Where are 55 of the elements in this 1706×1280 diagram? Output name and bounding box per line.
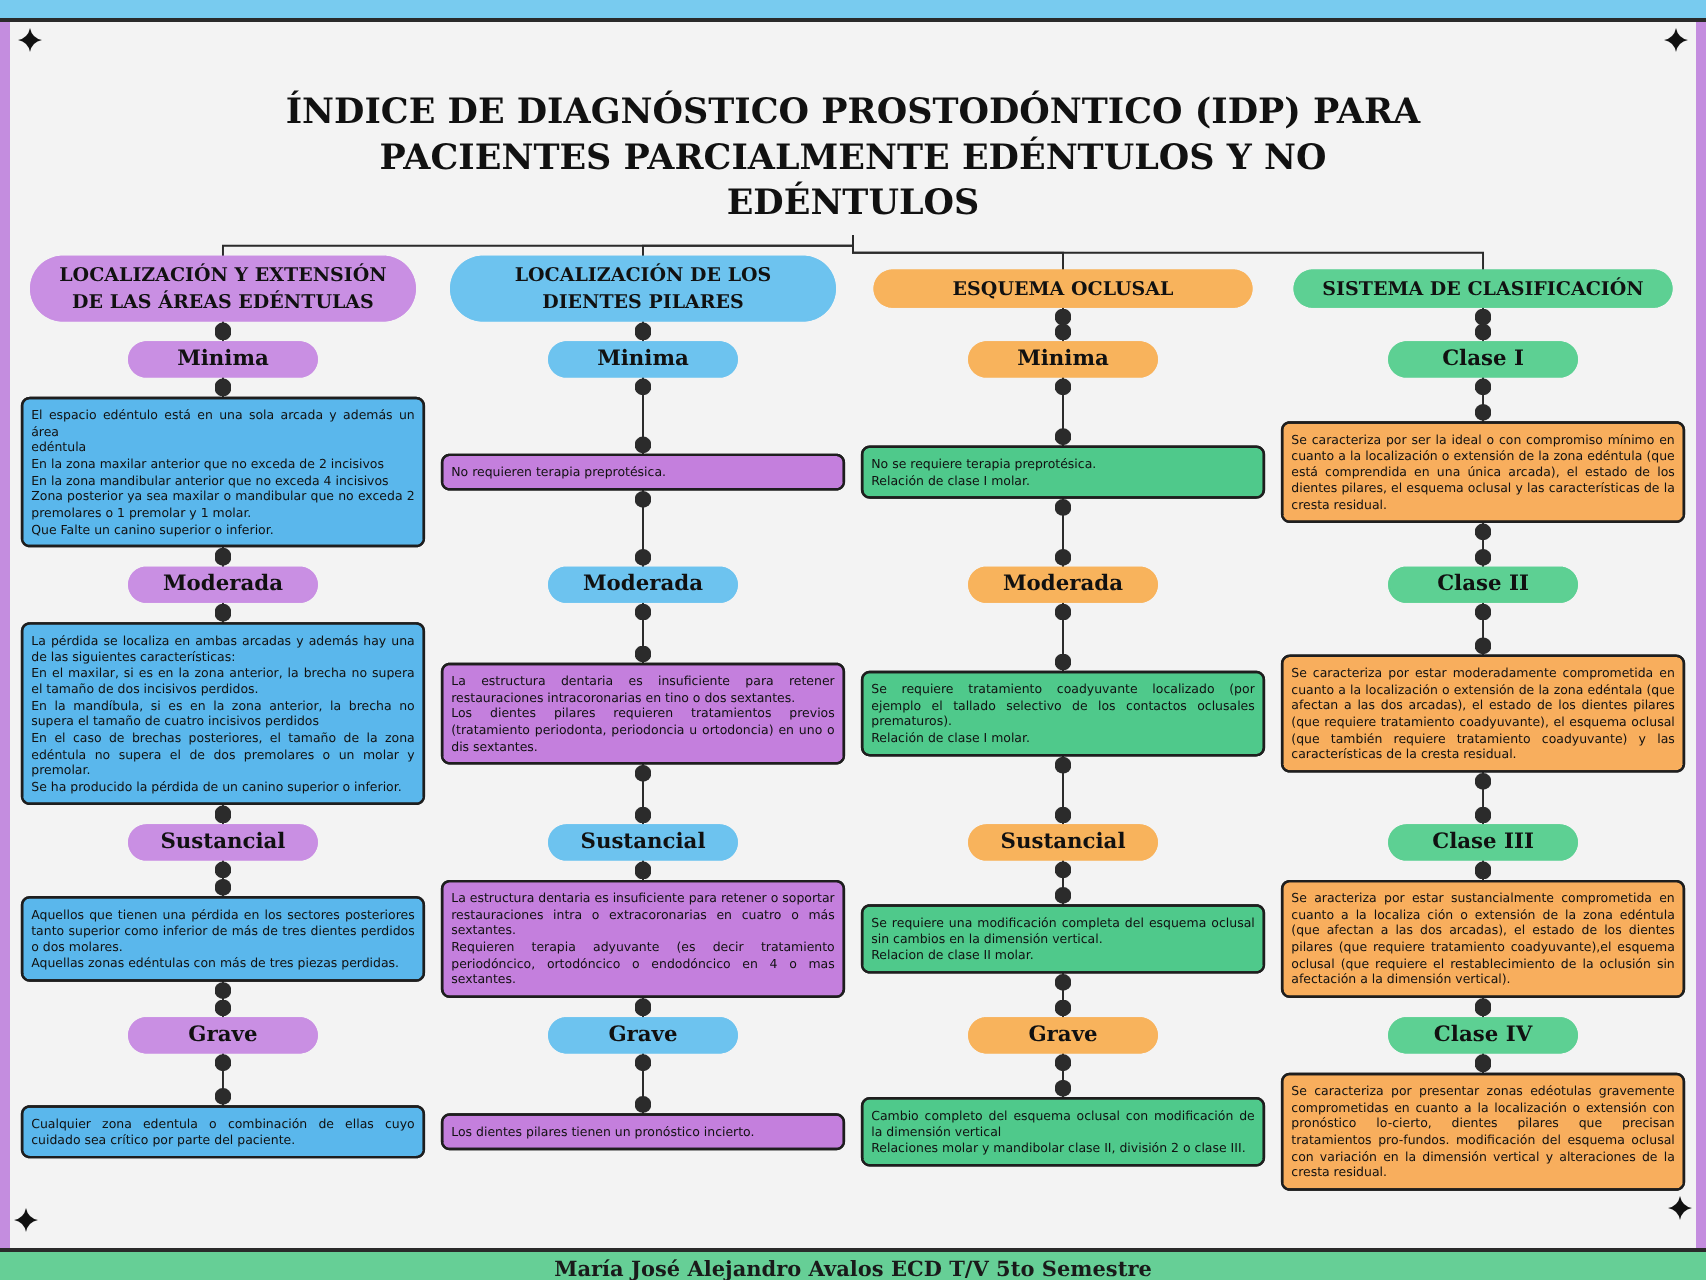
connector-line <box>1474 375 1492 424</box>
connector-line <box>214 545 232 569</box>
level-heading: Sustancial <box>128 824 318 861</box>
connector-line <box>634 601 652 665</box>
level-heading: Minima <box>128 341 318 378</box>
level-heading: Grave <box>548 1017 738 1054</box>
connector-line <box>634 319 652 344</box>
author-credit: María José Alejandro Avalos ECD T/V 5to Semestre <box>554 1258 1152 1280</box>
connector-line <box>214 319 232 344</box>
connector-line <box>634 488 652 569</box>
connector-line <box>214 979 232 1019</box>
connector-line <box>1054 971 1072 1019</box>
connector-line <box>1054 754 1072 827</box>
connector-line <box>1474 770 1492 827</box>
connector-line <box>1054 306 1072 344</box>
connector-line <box>634 858 652 883</box>
category-heading: LOCALIZACIÓN DE LOS DIENTES PILARES <box>450 255 836 322</box>
level-heading: Clase I <box>1388 341 1578 378</box>
connector-line <box>852 234 1484 272</box>
connector-line <box>214 858 232 899</box>
connector-line <box>1054 601 1072 673</box>
connector-line <box>1474 995 1492 1019</box>
level-heading: Clase IV <box>1388 1017 1578 1054</box>
connector-line <box>634 1051 652 1116</box>
connector-line <box>634 762 652 827</box>
connector-line <box>1054 375 1072 448</box>
level-heading: Moderada <box>128 566 318 603</box>
level-heading: Sustancial <box>548 824 738 861</box>
level-heading: Minima <box>548 341 738 378</box>
category-heading: LOCALIZACIÓN Y EXTENSIÓN DE LAS ÁREAS EDÉNTULAS <box>30 255 416 322</box>
connector-line <box>1054 496 1072 569</box>
connector-line <box>634 995 652 1019</box>
category-heading: SISTEMA DE CLASIFICACIÓN <box>1293 269 1673 308</box>
connector-line <box>1054 1051 1072 1100</box>
connector-line <box>1474 520 1492 569</box>
connector-line <box>1054 858 1072 907</box>
level-heading: Sustancial <box>968 824 1158 861</box>
connector-line <box>634 375 652 456</box>
level-heading: Minima <box>968 341 1158 378</box>
connector-line <box>1474 1051 1492 1075</box>
connector-line <box>1474 601 1492 657</box>
connector-line <box>214 802 232 827</box>
level-heading: Moderada <box>968 566 1158 603</box>
level-heading: Clase III <box>1388 824 1578 861</box>
connector-line <box>214 375 232 400</box>
level-heading: Grave <box>128 1017 318 1054</box>
connector-line <box>1474 306 1492 344</box>
connector-line <box>214 601 232 625</box>
connector-line <box>214 1051 232 1108</box>
connector-line <box>1474 858 1492 883</box>
category-heading: ESQUEMA OCLUSAL <box>873 269 1253 308</box>
diagram-title: ÍNDICE DE DIAGNÓSTICO PROSTODÓNTICO (IDP) PARA PACIENTES PARCIALMENTE EDÉNTULOS Y NO EDÉNTULOS <box>285 91 1421 224</box>
level-heading: Moderada <box>548 566 738 603</box>
level-heading: Grave <box>968 1017 1158 1054</box>
level-heading: Clase II <box>1388 566 1578 603</box>
